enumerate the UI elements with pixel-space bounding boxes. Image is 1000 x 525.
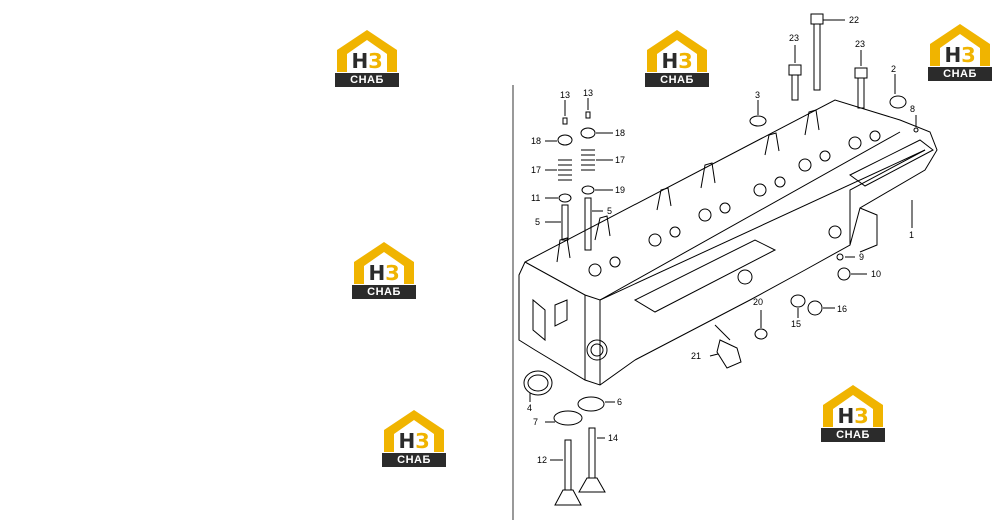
callout-23: 23 [789,33,799,43]
callout-10: 10 [871,269,881,279]
callout-21: 21 [691,351,701,361]
watermark-logo: НЗ СНАБ [382,408,446,472]
part-8-dowel [913,115,919,133]
part-12-valve [550,439,582,506]
callout-15: 15 [791,319,801,329]
watermark-logo: НЗ СНАБ [928,22,992,86]
callout-2: 2 [891,64,896,74]
part-22-head-bolt [810,13,845,91]
callout-18: 18 [615,128,625,138]
watermark-logo: НЗ СНАБ [352,240,416,304]
callout-12: 12 [537,455,547,465]
callout-17: 17 [615,155,625,165]
cylinder-head [518,99,938,386]
part-9-plug [836,253,855,261]
part-15-o-ring [790,294,806,318]
watermark-logo: НЗ СНАБ [821,383,885,447]
part-6-valve-seat [577,396,615,412]
watermark-logo: НЗ СНАБ [335,28,399,92]
part-14-valve [578,427,606,493]
part-23-bolt [854,50,868,109]
callout-13: 13 [583,88,593,98]
callout-18: 18 [531,136,541,146]
callout-8: 8 [910,104,915,114]
callout-7: 7 [533,417,538,427]
right-valve-spring-assembly [580,98,613,251]
left-valve-spring-assembly [545,100,573,241]
callout-13: 13 [560,90,570,100]
callout-22: 22 [849,15,859,25]
callout-14: 14 [608,433,618,443]
part-3-washer [749,100,767,127]
callout-19: 19 [615,185,625,195]
callout-9: 9 [859,252,864,262]
callout-6: 6 [617,397,622,407]
part-16-plug [807,300,835,316]
callout-23: 23 [855,39,865,49]
part-10-plug [837,267,867,281]
callout-11: 11 [531,193,540,203]
callout-17: 17 [531,165,541,175]
callout-20: 20 [753,297,763,307]
part-2-plug [889,74,907,109]
part-4-seal-ring [523,370,553,402]
callout-16: 16 [837,304,847,314]
part-7-valve-seat [545,410,583,426]
callout-5: 5 [535,217,540,227]
callout-5: 5 [607,206,612,216]
callout-1: 1 [909,230,914,240]
callout-3: 3 [755,90,760,100]
callout-4: 4 [527,403,532,413]
part-20-seal [754,310,768,340]
watermark-logo: НЗ СНАБ [645,28,709,92]
cylinder-head-exploded-diagram: 22 23 23 2 8 3 13 13 18 18 17 17 19 11 5… [512,13,938,520]
part-23-bolt [788,45,802,101]
part-21-elbow-fitting [709,324,742,369]
